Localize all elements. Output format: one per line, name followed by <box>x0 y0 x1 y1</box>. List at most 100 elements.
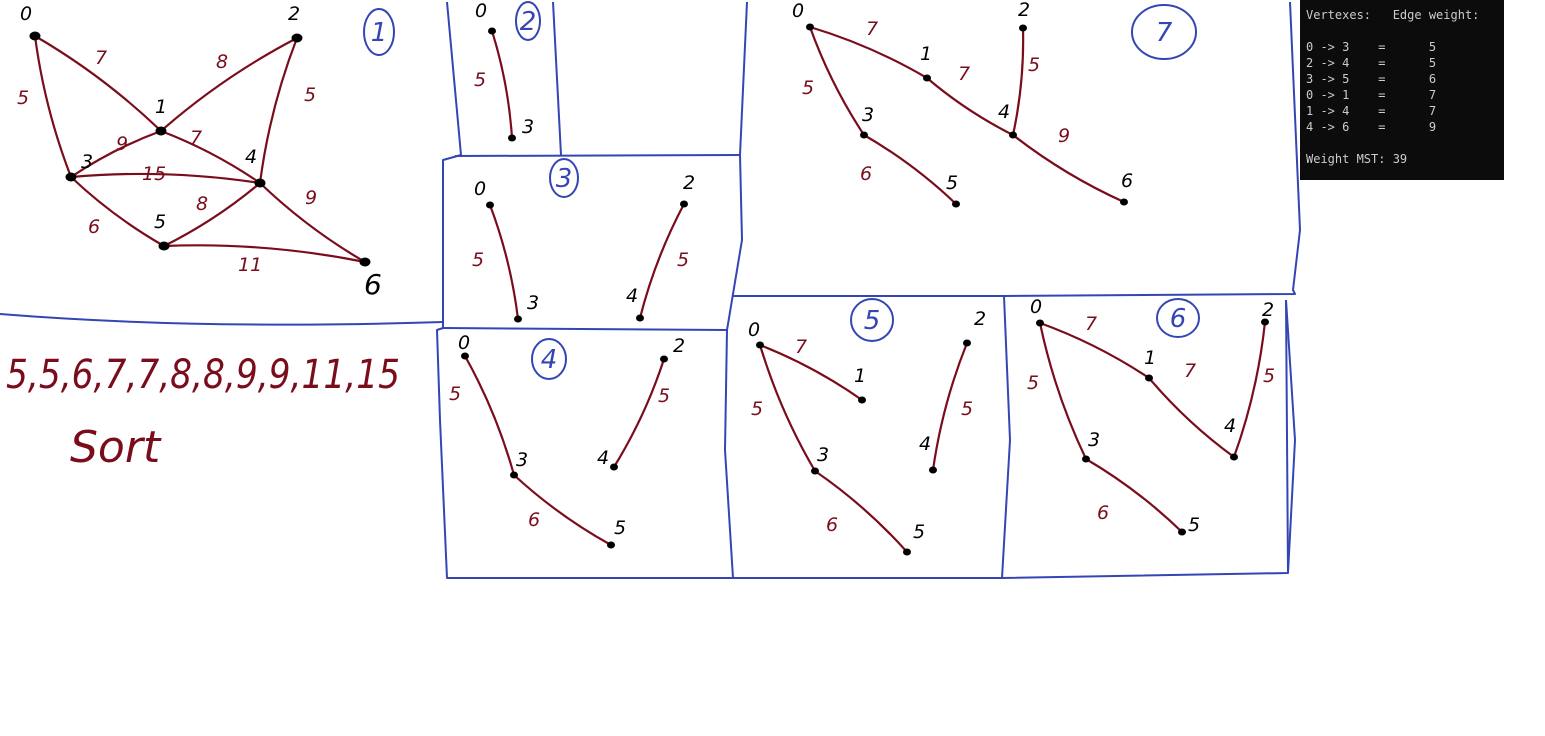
step-badge <box>363 8 395 56</box>
edge-weight: 5 <box>802 77 814 99</box>
edge-weight: 5 <box>1028 54 1040 76</box>
vertex <box>1178 528 1186 536</box>
vertex <box>858 396 866 404</box>
step-number: 7 <box>1156 18 1173 48</box>
edge-weight: 7 <box>1184 360 1196 382</box>
vertex-label: 3 <box>862 104 874 126</box>
step-number: 1 <box>371 18 388 48</box>
edge-weight: 7 <box>866 18 878 40</box>
console-row: 0 -> 3 = 5 <box>1306 40 1437 54</box>
panel-divider <box>442 327 728 331</box>
edge <box>638 202 686 320</box>
vertex <box>1009 131 1017 139</box>
vertex <box>254 178 266 188</box>
vertex-label: 0 <box>748 319 760 341</box>
vertex-label: 0 <box>474 178 486 200</box>
vertex-label: 4 <box>998 101 1010 123</box>
edge <box>159 36 299 133</box>
edge-weight: 8 <box>196 193 208 215</box>
edge-weight: 9 <box>1058 125 1070 147</box>
console-header: Vertexes: Edge weight: <box>1306 8 1480 22</box>
vertex-label: 2 <box>673 335 685 357</box>
vertex-label: 5 <box>154 211 166 233</box>
edge <box>1011 26 1025 137</box>
vertex-label: 5 <box>1188 514 1200 536</box>
edge-weight: 6 <box>826 514 838 536</box>
panel-divider <box>1001 295 1011 579</box>
edge-weight: 5 <box>474 69 486 91</box>
step-number: 3 <box>556 164 573 194</box>
vertex <box>903 548 911 556</box>
edge-weight: 5 <box>304 84 316 106</box>
edge <box>69 175 166 248</box>
edge <box>490 29 514 140</box>
console-row: 2 -> 4 = 5 <box>1306 56 1437 70</box>
edge <box>69 172 262 185</box>
console-row: 3 -> 5 = 6 <box>1306 72 1437 86</box>
console-row: 4 -> 6 = 9 <box>1306 120 1437 134</box>
vertex <box>29 31 41 41</box>
edge <box>33 34 163 133</box>
sorted-weights-text: 5,5,6,7,7,8,8,9,9,11,15 <box>6 352 400 398</box>
edge-weight: 7 <box>190 127 202 149</box>
edge <box>69 129 163 179</box>
vertex-label: 1 <box>1144 347 1156 369</box>
vertex-label: 1 <box>155 96 167 118</box>
vertex-label: 0 <box>475 0 487 22</box>
edge <box>931 341 969 472</box>
vertex-label: 4 <box>919 433 931 455</box>
edge <box>159 129 262 185</box>
edge-weight: 7 <box>1085 313 1097 335</box>
vertex-label: 5 <box>946 172 958 194</box>
console-spacer <box>1306 23 1504 39</box>
step-badge <box>549 158 579 198</box>
vertex <box>1019 24 1027 32</box>
panel-divider <box>454 154 741 157</box>
step-number: 6 <box>1170 304 1187 334</box>
sort-label: Sort <box>70 422 162 473</box>
vertex-label: 5 <box>913 521 925 543</box>
vertex <box>680 200 688 208</box>
vertex <box>756 341 764 349</box>
vertex <box>486 201 494 209</box>
vertex-label: 3 <box>522 116 534 138</box>
vertex <box>158 241 170 251</box>
vertex <box>359 257 371 267</box>
edge-weight: 7 <box>95 47 107 69</box>
edge-weight: 5 <box>658 385 670 407</box>
vertex-label: 4 <box>1224 415 1236 437</box>
vertex-label: 4 <box>626 285 638 307</box>
step-number: 2 <box>520 7 537 37</box>
edge <box>758 343 817 473</box>
edge-weight: 9 <box>116 133 128 155</box>
edge <box>1232 320 1267 459</box>
vertex-label: 3 <box>527 292 539 314</box>
edge-weight: 6 <box>528 509 540 531</box>
vertex-label: 0 <box>1030 296 1042 318</box>
edge <box>1038 321 1151 380</box>
vertex <box>929 466 937 474</box>
vertex <box>508 134 516 142</box>
edge <box>488 203 520 321</box>
edge <box>162 181 262 248</box>
panel-divider <box>724 1 748 579</box>
vertex-label: 3 <box>516 449 528 471</box>
edge <box>1084 457 1184 534</box>
panel-divider <box>0 313 444 326</box>
panel-divider <box>732 1 1301 297</box>
vertex-label: 1 <box>854 365 866 387</box>
vertex <box>65 172 77 182</box>
step-badge <box>531 338 567 380</box>
console-total: Weight MST: 39 <box>1306 152 1408 166</box>
step-number: 5 <box>864 306 881 336</box>
vertex <box>607 541 615 549</box>
vertex <box>811 467 819 475</box>
edge-weight: 5 <box>472 249 484 271</box>
edge <box>813 469 909 554</box>
vertex <box>1036 319 1044 327</box>
step-badge <box>1131 4 1197 60</box>
